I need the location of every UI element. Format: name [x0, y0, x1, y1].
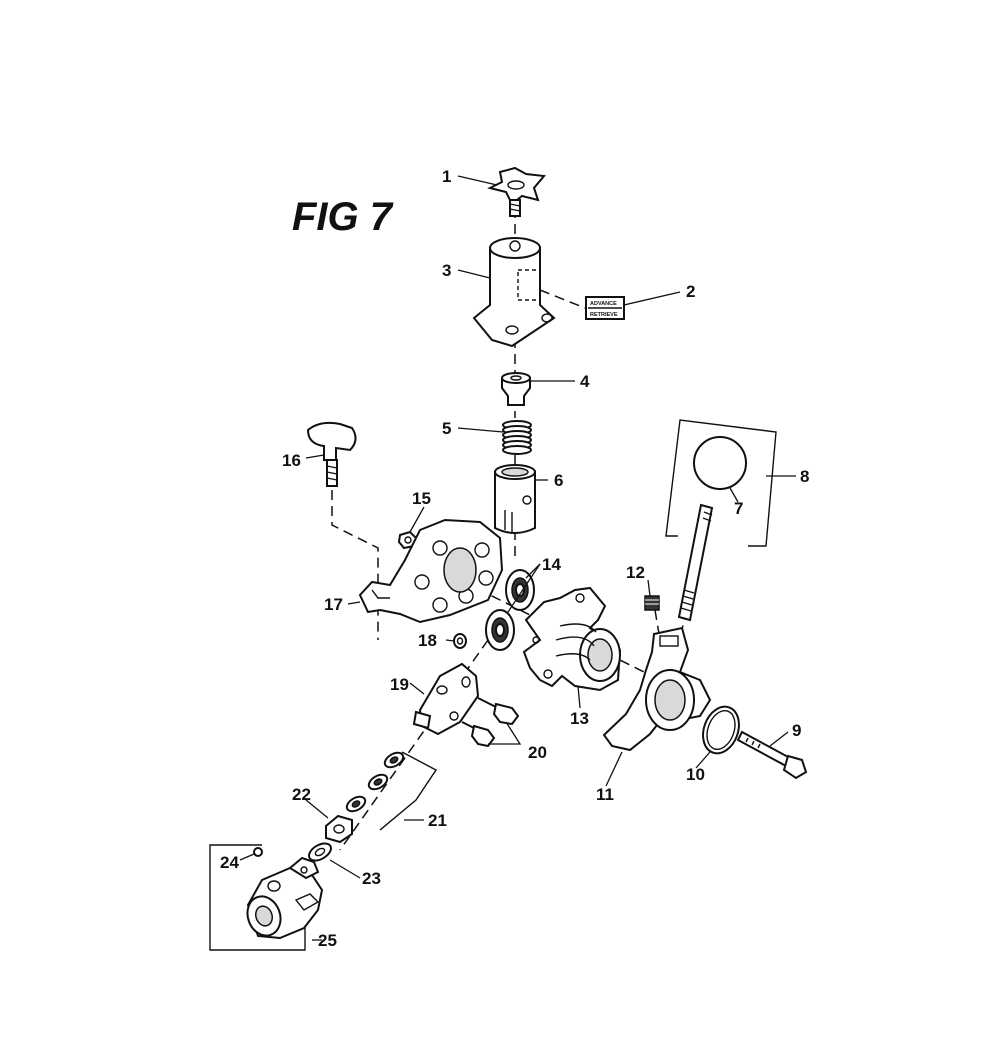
callout-14: 14: [542, 555, 561, 574]
ball-knob-part: [693, 436, 747, 490]
star-knob-part: [487, 166, 546, 217]
callout-24: 24: [220, 853, 239, 872]
bearing-lower-part: [485, 609, 515, 651]
sleeve-part: [494, 464, 536, 534]
bushing-part: [501, 372, 531, 406]
callout-20: 20: [528, 743, 547, 762]
washer-18-part: [453, 633, 467, 649]
spring-part: [502, 420, 532, 455]
nut-22-part: [325, 814, 353, 844]
callout-22: 22: [292, 785, 311, 804]
callout-21: 21: [428, 811, 447, 830]
grease-fitting-part: [253, 847, 263, 857]
callout-23: 23: [362, 869, 381, 888]
callout-15: 15: [412, 489, 431, 508]
callout-9: 9: [792, 721, 801, 740]
bearing-upper-part: [505, 569, 535, 611]
threaded-rod-part: [677, 503, 714, 622]
cylinder-assembly-part: [246, 856, 324, 940]
washer-23-part: [308, 842, 332, 862]
callout-18: 18: [418, 631, 437, 650]
decal-line-1: ADVANCE: [590, 301, 617, 307]
callout-2: 2: [686, 282, 695, 301]
callout-25: 25: [318, 931, 337, 950]
callout-7: 7: [734, 499, 743, 518]
callout-8: 8: [800, 467, 809, 486]
o-ring-part: [702, 705, 740, 755]
mounting-plate-part: [358, 518, 504, 624]
valve-block-part: [412, 662, 480, 736]
bearing-housing-part: [522, 586, 622, 692]
callout-5: 5: [442, 419, 451, 438]
set-screw-part: [644, 595, 660, 611]
screw-20-upper-part: [477, 697, 520, 726]
leader-lines: [239, 175, 796, 941]
callout-12: 12: [626, 563, 645, 582]
kit-8-bracket: [665, 419, 777, 547]
callout-1: 1: [442, 167, 451, 186]
callout-16: 16: [282, 451, 301, 470]
callout-19: 19: [390, 675, 409, 694]
callout-13: 13: [570, 709, 589, 728]
screw-20-lower-part: [461, 721, 496, 748]
yoke-arm-part: [602, 626, 712, 752]
seal-kit-21-parts: [345, 751, 438, 831]
figure-title: FIG 7: [292, 195, 394, 239]
advance-retrieve-decal: ADVANCE RETRIEVE: [585, 296, 625, 320]
t-handle-pin-part: [306, 421, 357, 487]
housing-part: [472, 237, 556, 348]
callout-11: 11: [596, 785, 614, 804]
callout-4: 4: [580, 372, 590, 391]
decal-line-2: RETRIEVE: [590, 312, 618, 318]
cylinder-kit-25-bracket: [209, 844, 306, 951]
callout-17: 17: [324, 595, 343, 614]
bolt-part: [736, 730, 808, 780]
callout-3: 3: [442, 261, 451, 280]
callout-6: 6: [554, 471, 563, 490]
callout-10: 10: [686, 765, 705, 784]
